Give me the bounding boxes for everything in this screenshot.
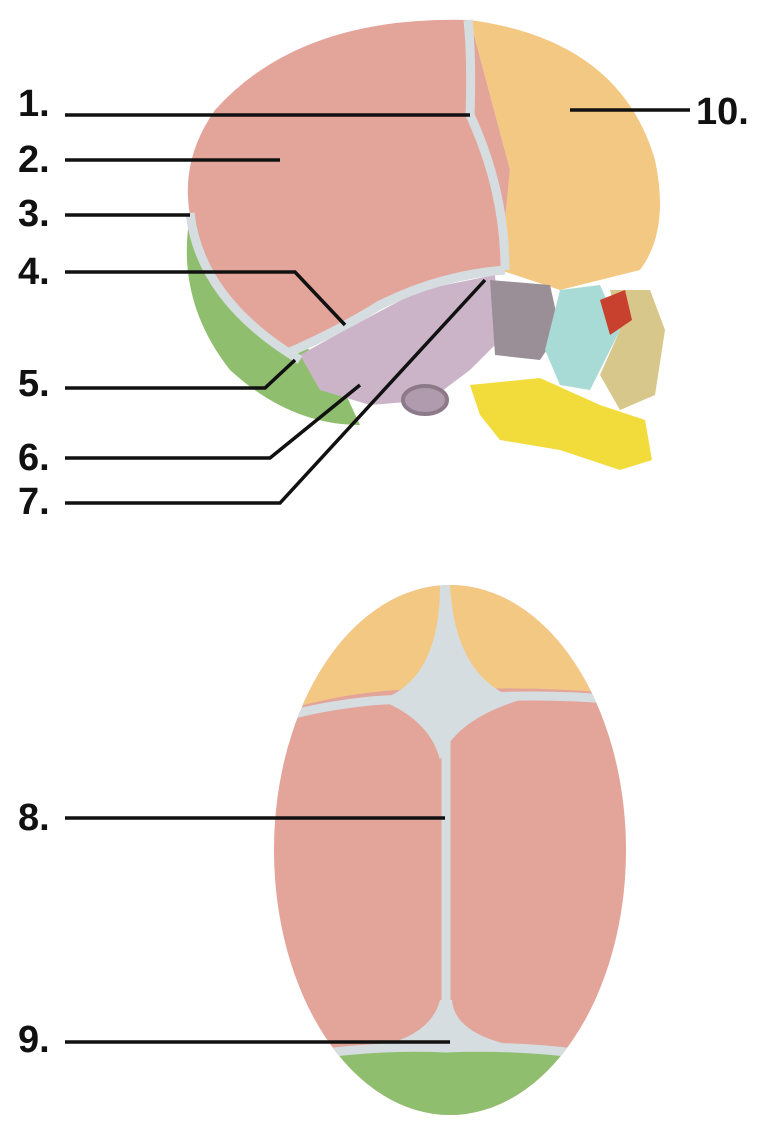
zygomatic-bone <box>545 285 620 390</box>
label-2: 2. <box>18 139 50 181</box>
sphenoid-bone <box>490 280 560 360</box>
orbit <box>600 290 632 335</box>
coronal-suture-superior <box>288 691 621 720</box>
label-7: 7. <box>18 481 50 523</box>
lambdoid-suture-lateral <box>185 212 303 364</box>
label-4: 4. <box>18 251 50 293</box>
label-3: 3. <box>18 193 50 235</box>
ear-canal <box>401 384 449 416</box>
superior-skull-view <box>274 585 626 1115</box>
lambdoid-suture-superior <box>309 1042 591 1060</box>
lateral-skull-view <box>185 19 665 470</box>
label-9: 9. <box>18 1019 50 1061</box>
maxilla <box>600 290 665 410</box>
label-1: 1. <box>18 83 50 125</box>
coronal-suture-lateral <box>463 19 510 271</box>
label-5: 5. <box>18 363 50 405</box>
parietal-bone-lateral <box>187 19 510 350</box>
leader-line-4 <box>65 270 347 327</box>
leader-line-6 <box>65 383 362 460</box>
label-6: 6. <box>18 437 50 479</box>
label-10: 10. <box>696 91 749 133</box>
frontal-bone-lateral <box>470 20 660 290</box>
labels: 1. 2. 3. 4. 5. 6. 7. 8. 9. 10. <box>18 83 749 1061</box>
mandible <box>470 378 652 470</box>
leader-line-5 <box>65 358 297 390</box>
occipital-bone-superior <box>274 1044 626 1115</box>
temporal-bone <box>300 275 500 405</box>
leader-lines <box>65 108 690 1044</box>
leader-line-7 <box>65 278 487 505</box>
squamosal-suture <box>288 265 506 357</box>
label-8: 8. <box>18 797 50 839</box>
anterior-fontanelle <box>380 585 520 760</box>
